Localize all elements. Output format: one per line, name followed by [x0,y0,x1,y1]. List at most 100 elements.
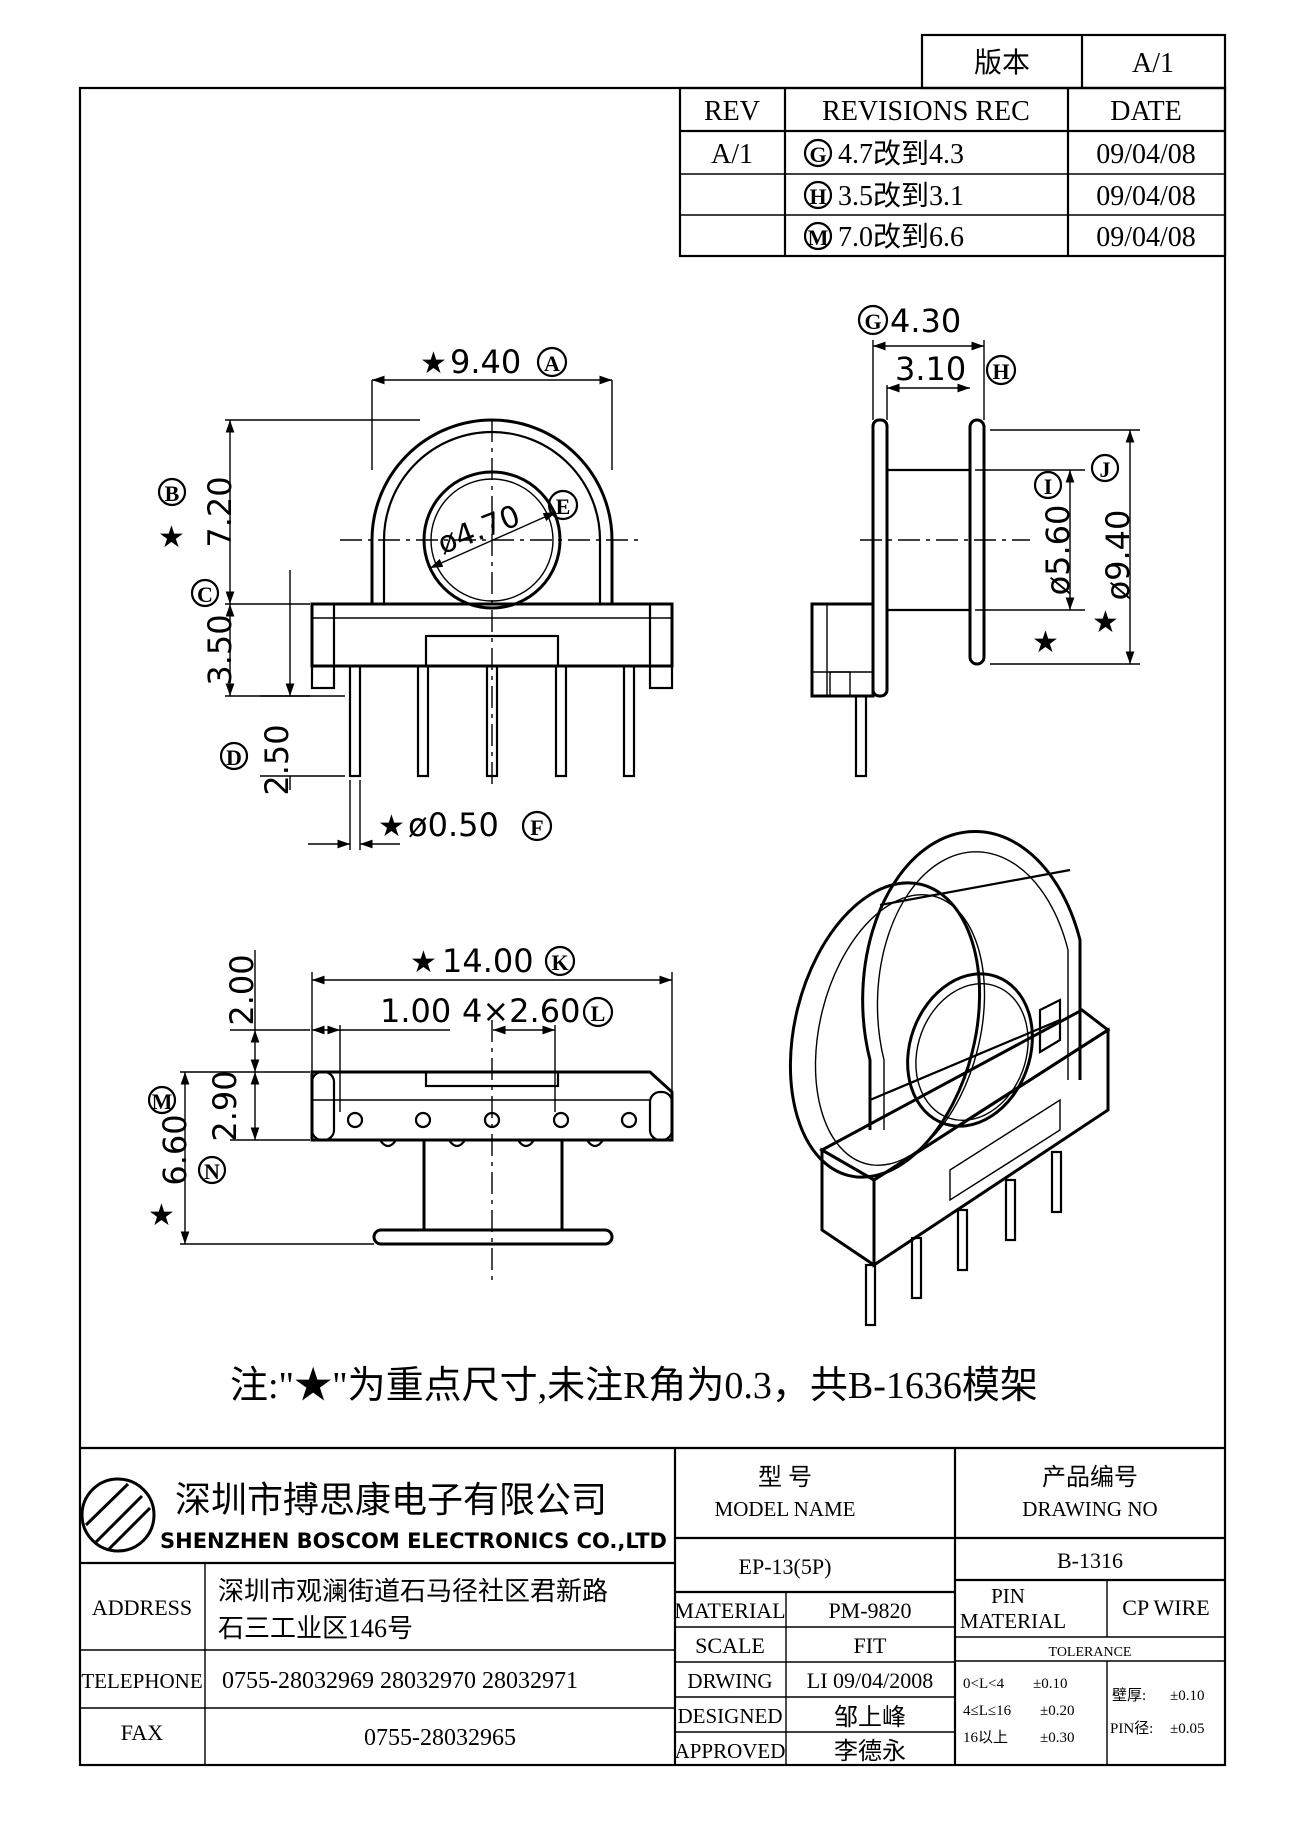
revision-date: 09/04/08 [1096,139,1196,170]
dim-front-height: 7.20 [201,476,239,547]
dim-mark: K [551,950,568,975]
version-label: 版本 [974,47,1030,79]
tolerance-range: 16以上 [963,1729,1008,1746]
rev-marker-letter: G [809,142,826,167]
model-label-cn: 型 号 [758,1464,812,1491]
model-value: EP-13(5P) [739,1554,832,1579]
bottom-view: ★ 14.00 K 1.00 4×2.60 L 2.00 2.90 6.60 M [147,942,674,1280]
dim-mark: L [591,1001,606,1026]
date-header: DATE [1110,96,1182,127]
fax-label: FAX [121,1720,163,1745]
drawing-value: LI 09/04/2008 [807,1668,934,1693]
arch-inner [382,430,602,604]
dim-mark: D [226,745,242,770]
model-label-en: MODEL NAME [715,1497,856,1521]
front-pins [348,664,636,778]
star-marker: ★ [1092,605,1119,640]
drawing-note: 注:"★"为重点尺寸,未注R角为0.3，共B-1636模架 [230,1365,1038,1407]
dim-mark: A [544,351,560,376]
dim-mark: N [204,1159,220,1184]
dim-bottom-width: 14.00 [442,942,534,980]
address-line-2: 石三工业区146号 [218,1614,413,1643]
scale-label: SCALE [695,1633,765,1658]
dim-side-outer: 4.30 [890,302,961,340]
company-name-cn: 深圳市搏思康电子有限公司 [175,1480,607,1520]
dim-mark: G [864,309,881,334]
dim-bottom-height: 6.60 [156,1114,194,1185]
rev-marker-circle [803,180,833,210]
dim-mark: C [197,582,213,607]
title-block: 深圳市搏思康电子有限公司 SHENZHEN BOSCOM ELECTRONICS… [80,1446,1225,1765]
pin-material-value: CP WIRE [1122,1595,1209,1620]
dim-mark: J [1100,457,1111,482]
tolerance-range: 0<L<4 [963,1676,1005,1692]
address-line-1: 深圳市观澜街道石马径社区君新路 [218,1577,608,1606]
scale-value: FIT [854,1633,888,1658]
revision-text: 3.5改到3.1 [838,180,964,212]
star-marker: ★ [148,1198,175,1233]
dim-flange-dia: ø9.40 [1099,510,1137,601]
dim-mark: M [152,1089,173,1114]
company-logo [80,1477,156,1553]
side-view: G 4.30 3.10 H ø5.60 ø9.40 I J ★ ★ [810,302,1140,778]
tolerance-value: ±0.20 [1040,1703,1074,1719]
rev-marker-circle [803,221,833,251]
pin-material-label: MATERIAL [960,1609,1066,1633]
drawing-no-label-cn: 产品编号 [1042,1464,1138,1491]
dim-pin-pitch: 4×2.60 [462,992,580,1030]
dim-hole-dia: ø4.70 [433,499,525,562]
star-marker: ★ [420,346,447,381]
material-label: MATERIAL [674,1598,785,1623]
revision-date: 09/04/08 [1096,222,1196,253]
fax-value: 0755-28032965 [364,1725,516,1751]
iso-pins [864,1150,1063,1327]
dim-pin-dia: ø0.50 [408,806,499,844]
bottom-pins [346,1111,638,1148]
version-box: 版本 A/1 [920,33,1227,90]
drawing-no-value: B-1316 [1057,1548,1123,1573]
sheet-border [78,86,1227,1767]
star-marker: ★ [378,809,405,844]
dim-mark: B [165,481,180,506]
dim-pin-length: 2.50 [258,724,296,795]
wall-value: ±0.10 [1170,1688,1204,1704]
pin-dia-label: PIN径: [1110,1720,1153,1737]
dim-bottom-top: 2.00 [223,954,261,1025]
tolerance-value: ±0.30 [1040,1730,1074,1746]
drawing-no-label-en: DRAWING NO [1022,1497,1157,1521]
front-view: ★ 9.40 A ø4.70 E 7.20 B ★ 3.50 C [157,343,674,850]
version-value: A/1 [1132,48,1174,79]
designed-label: DESIGNED [678,1704,783,1728]
designed-value: 邹上峰 [834,1704,906,1731]
telephone-value: 0755-28032969 28032970 28032971 [222,1668,578,1694]
revision-text: 7.0改到6.6 [838,221,964,253]
tolerance-value: ±0.10 [1033,1676,1067,1692]
center-hole [422,470,562,610]
rev-marker-letter: H [809,184,826,209]
revisions-rec-header: REVISIONS REC [822,96,1030,127]
rev-cell: A/1 [711,139,753,170]
approved-value: 李德永 [834,1738,906,1765]
dim-core-dia: ø5.60 [1039,505,1077,596]
tolerance-range: 4≤L≤16 [963,1703,1012,1719]
dim-side-inner: 3.10 [895,350,966,388]
rev-header: REV [704,96,760,127]
telephone-label: TELEPHONE [81,1669,202,1693]
dim-pin-offset: 1.00 [380,992,451,1030]
approved-label: APPROVED [675,1739,786,1763]
star-marker: ★ [410,945,437,980]
tolerance-label: TOLERANCE [1049,1645,1132,1660]
rev-marker-letter: M [808,225,829,250]
dim-mark: I [1044,474,1053,499]
wall-label: 壁厚: [1112,1687,1146,1704]
drawing-label: DRWING [687,1669,772,1693]
isometric-view [788,829,1111,1327]
revision-date: 09/04/08 [1096,181,1196,212]
star-marker: ★ [1032,625,1059,660]
company-name-en: SHENZHEN BOSCOM ELECTRONICS CO.,LTD [160,1529,667,1553]
arch-outer [370,418,614,604]
dim-bottom-depth: 2.90 [206,1070,244,1141]
rev-marker-circle [803,138,833,168]
revisions-table: REV REVISIONS REC DATE A/1 G 4.7改到4.3 09… [678,86,1227,258]
dim-mark: H [992,359,1009,384]
